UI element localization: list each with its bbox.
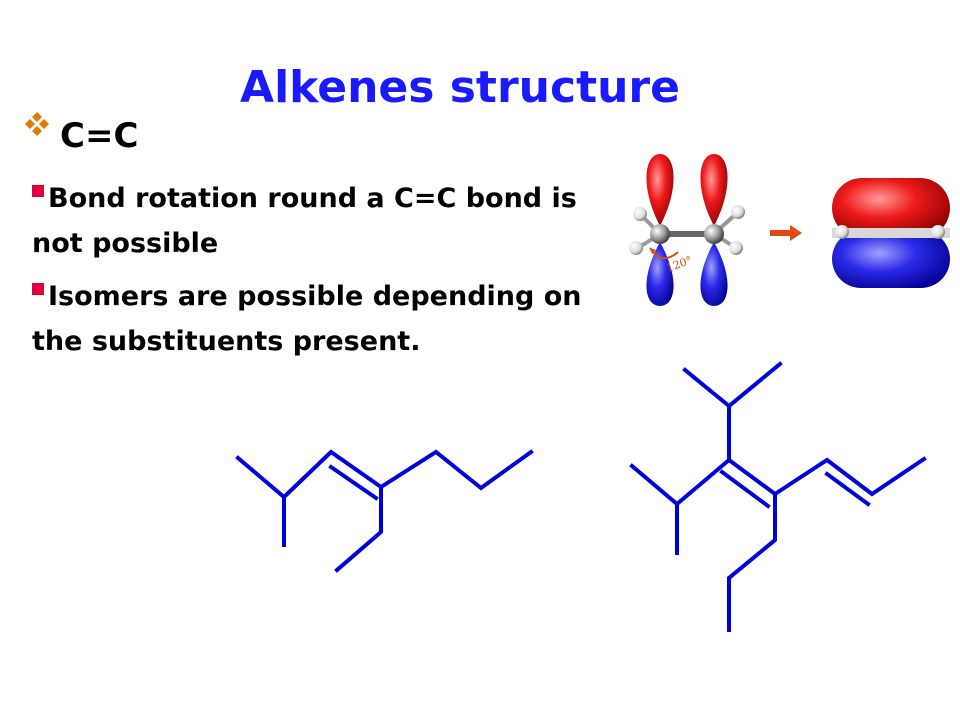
pi-bond-orbital xyxy=(832,178,950,288)
bullet-item: Bond rotation round a C=C bond is not po… xyxy=(32,176,622,266)
alkene-structure-1 xyxy=(235,449,534,573)
right-arrow-icon xyxy=(770,225,802,241)
bullet-item: Isomers are possible depending on the su… xyxy=(32,274,622,364)
bullet-list: Bond rotation round a C=C bond is not po… xyxy=(32,176,622,372)
square-bullet-icon xyxy=(32,185,44,197)
bullet-text: Bond rotation round a C=C bond is not po… xyxy=(32,183,577,259)
bullet-text: Isomers are possible depending on the su… xyxy=(32,281,582,357)
slide-title: Alkenes structure xyxy=(240,62,680,113)
heading-text: C=C xyxy=(60,116,139,156)
ethene-ball-stick-model xyxy=(629,205,745,259)
square-bullet-icon xyxy=(32,283,44,295)
heading-row: C=C xyxy=(22,112,139,158)
p-orbital-right xyxy=(700,154,728,306)
pi-orbital-illustration: 120° xyxy=(629,154,950,306)
alkene-structure-2 xyxy=(629,361,927,632)
diamond-cluster-icon xyxy=(25,112,49,136)
